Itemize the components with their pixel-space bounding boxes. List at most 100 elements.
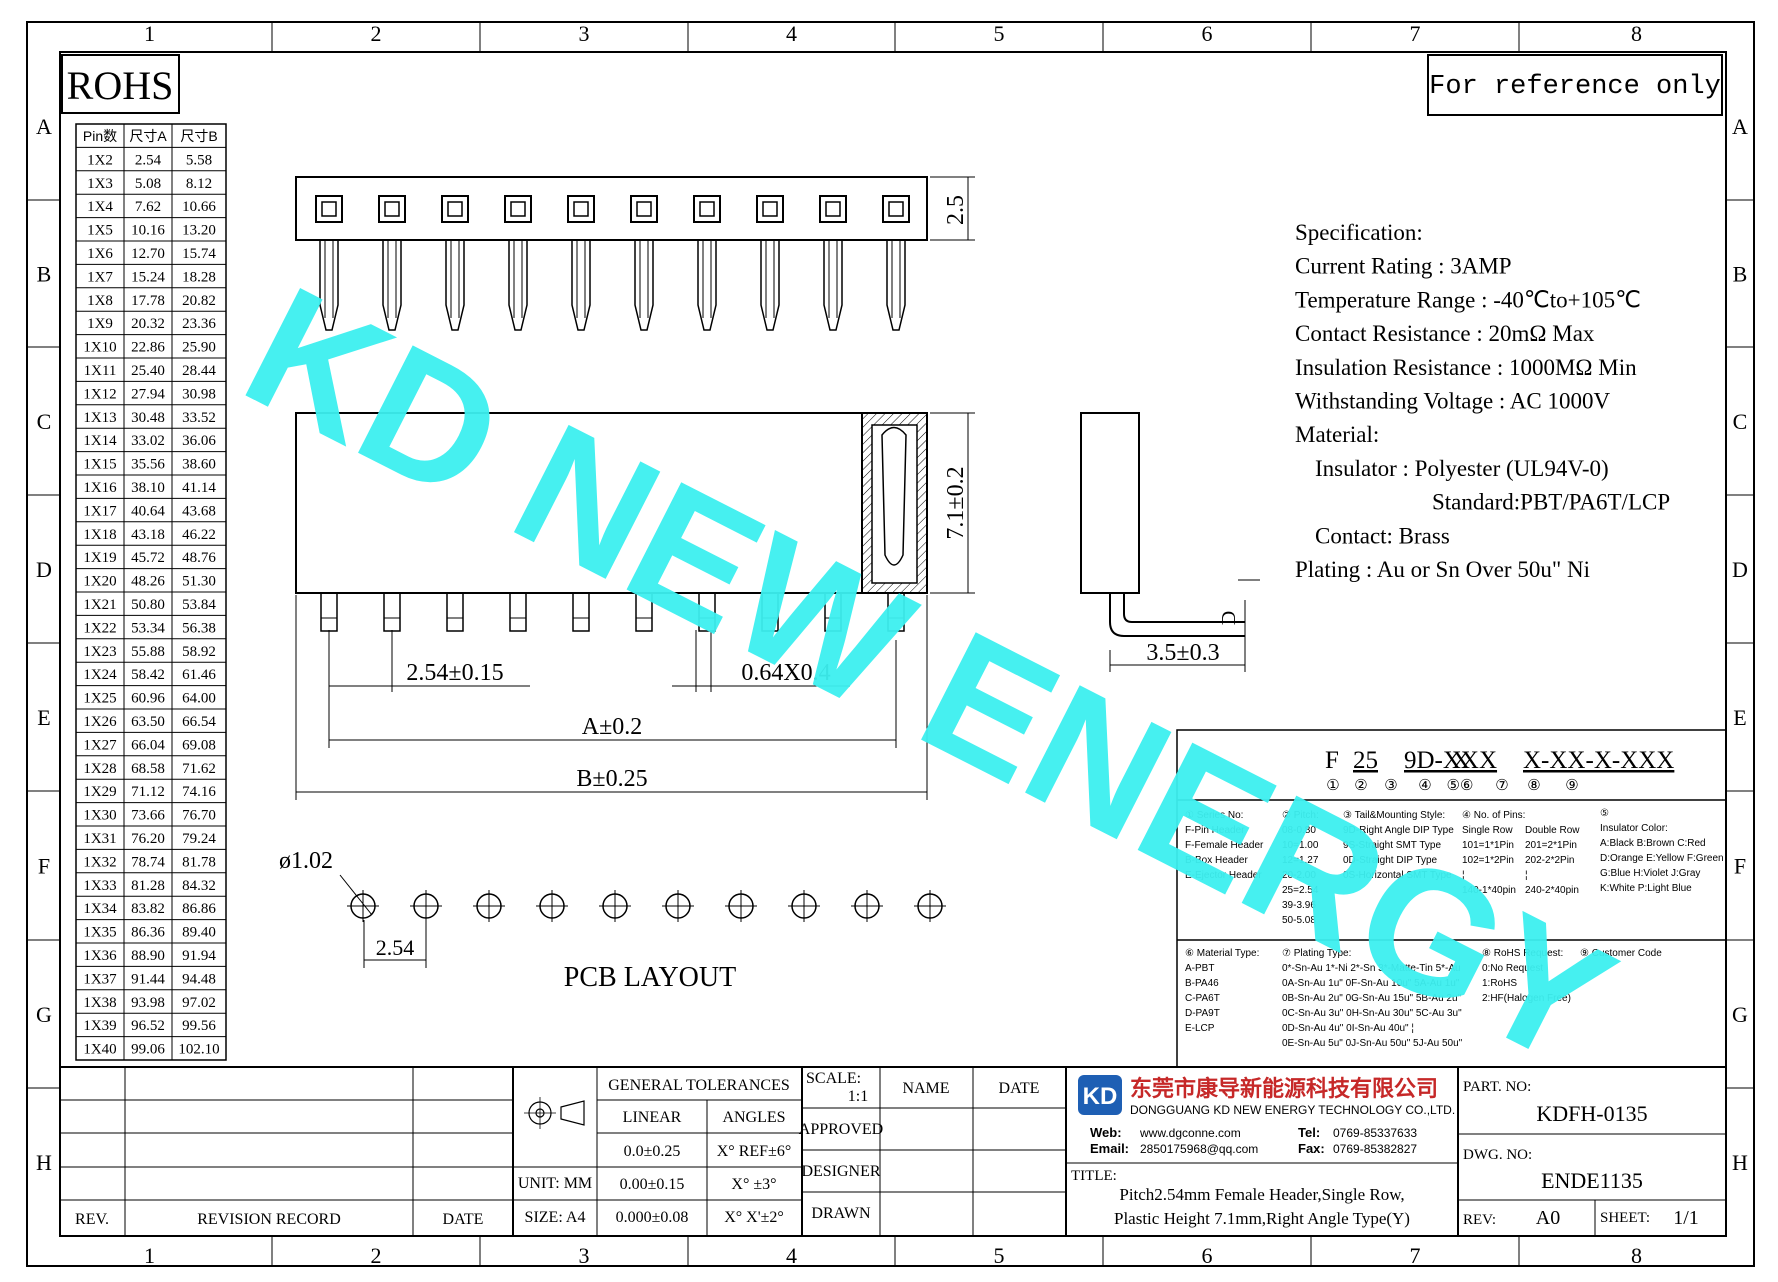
zone-col-5: 5 — [994, 21, 1005, 46]
fax-label: Fax: — [1298, 1141, 1325, 1156]
pin-table-cell: 1X34 — [83, 901, 117, 917]
tolerance-angle: X° X'±2° — [724, 1209, 784, 1226]
reference-label: For reference only — [1429, 72, 1721, 102]
date-label: DATE — [443, 1211, 484, 1228]
pin-table-cell: 38.10 — [131, 480, 165, 496]
zone-row-B: B — [1733, 262, 1748, 287]
pin-table-cell: 97.02 — [182, 995, 216, 1011]
approved-label: APPROVED — [799, 1121, 883, 1138]
pin-table-cell: 55.88 — [131, 644, 165, 660]
pin-table-cell: 69.08 — [182, 737, 216, 753]
tel-value: 0769-85337633 — [1333, 1126, 1417, 1140]
pin-table-cell: 102.10 — [178, 1042, 219, 1058]
part-note-line: 0*-Sn-Au 1*-Ni 2*-Sn 3*-Matte-Tin 5*-Au — [1282, 963, 1461, 974]
top-view-leg — [319, 240, 339, 331]
pin-table-cell: 66.04 — [131, 737, 165, 753]
part-note-line: Double Row — [1525, 825, 1580, 836]
spec-line: Specification: — [1295, 220, 1423, 245]
part-note-line: 9D-Right Angle DIP Type — [1343, 825, 1454, 836]
pin-table-cell: 50.80 — [131, 597, 165, 613]
pin-table-cell: 23.36 — [182, 316, 216, 332]
pin-table-cell: 74.16 — [182, 784, 216, 800]
part-note-line: ⑨ Customer Code — [1580, 948, 1662, 959]
part-code-index: ① — [1326, 777, 1339, 794]
part-code-segment: 25 — [1353, 747, 1378, 774]
part-note-line: 0B-Sn-Au 2u" 0G-Sn-Au 15u" 5B-Au 2u" — [1282, 993, 1462, 1004]
general-tolerances-label: GENERAL TOLERANCES — [608, 1077, 789, 1094]
scale-label: SCALE: — [806, 1070, 861, 1087]
title-block: REV. REVISION RECORD DATE GENERAL TOLERA… — [60, 1066, 1726, 1236]
tel-label: Tel: — [1298, 1125, 1320, 1140]
dwg-no-label: DWG. NO: — [1463, 1147, 1532, 1163]
pin-table-cell: 38.60 — [182, 457, 216, 473]
pin-table-cell: 15.24 — [131, 269, 165, 285]
front-view-pin — [887, 592, 905, 632]
part-note-line: 102=1*2Pin — [1462, 855, 1514, 866]
zone-col-2: 2 — [371, 21, 382, 46]
part-note-line: 0S-Horizontal SMT Type — [1343, 870, 1452, 881]
dim-pitch: 2.54±0.15 — [406, 660, 503, 686]
front-view-pin — [635, 592, 653, 632]
pin-table-cell: 1X32 — [83, 854, 116, 870]
pin-table-cell: 81.28 — [131, 878, 165, 894]
inner-frame — [59, 51, 1727, 1237]
part-note-line: G:Blue H:Violet J:Gray — [1600, 868, 1700, 879]
pin-table-cell: 1X27 — [83, 737, 117, 753]
zone-row-E: E — [1733, 705, 1746, 730]
pin-table-header: 尺寸A — [129, 128, 167, 144]
zone-col-1: 1 — [144, 21, 155, 46]
part-note-line: A-PBT — [1185, 963, 1214, 974]
pin-table-cell: 1X4 — [87, 199, 113, 215]
rohs-label: ROHS — [67, 63, 174, 108]
spec-line: Contact Resistance : 20mΩ Max — [1295, 321, 1595, 346]
top-view-legs — [319, 240, 906, 331]
pin-table-cell: 73.66 — [131, 808, 165, 824]
zone-col-2: 2 — [371, 1243, 382, 1268]
top-view-hole — [882, 195, 910, 223]
part-note-line: 20-2.00 — [1282, 870, 1316, 881]
pin-table-cell: 58.92 — [182, 644, 216, 660]
spec-line: Plating : Au or Sn Over 50u" Ni — [1295, 557, 1590, 582]
part-note-line: F-Pin Header — [1185, 825, 1245, 836]
part-note-line: 0D-Straight DIP Type — [1343, 855, 1438, 866]
part-note-line: Single Row — [1462, 825, 1513, 836]
dim-hole-pitch: 2.54 — [376, 935, 415, 960]
pin-table-cell: 1X35 — [83, 925, 116, 941]
web-value: www.dgconne.com — [1139, 1126, 1241, 1140]
pin-table-cell: 40.64 — [131, 503, 165, 519]
sheet-label: SHEET: — [1600, 1210, 1650, 1226]
size-label: SIZE: A4 — [525, 1209, 586, 1226]
pin-table-cell: 93.98 — [131, 995, 165, 1011]
part-note-line: ① Series No: — [1185, 810, 1243, 821]
zone-col-4: 4 — [786, 1243, 797, 1268]
pin-table-cell: 10.66 — [182, 199, 216, 215]
part-note-line: 25=2.54 — [1282, 885, 1319, 896]
tolerance-linear: 0.000±0.08 — [616, 1209, 689, 1226]
pin-table-cell: 5.58 — [186, 152, 212, 168]
pin-table-cell: 1X36 — [83, 948, 117, 964]
part-note-line: A:Black B:Brown C:Red — [1600, 838, 1706, 849]
part-note-line: 10=1.00 — [1282, 840, 1319, 851]
pin-table-cell: 99.06 — [131, 1042, 165, 1058]
revision-record-label: REVISION RECORD — [197, 1211, 341, 1228]
tolerance-linear: 0.0±0.25 — [624, 1143, 681, 1160]
dim-side-offset: 3.5±0.3 — [1146, 640, 1219, 666]
web-label: Web: — [1090, 1125, 1122, 1140]
pin-table-cell: 43.18 — [131, 527, 165, 543]
pin-table-cell: 1X12 — [83, 386, 116, 402]
pin-table-cell: 1X31 — [83, 831, 116, 847]
top-view-leg — [634, 240, 654, 331]
pin-table-cell: 1X20 — [83, 574, 116, 590]
pin-table-cell: 43.68 — [182, 503, 216, 519]
pin-table-cell: 86.86 — [182, 901, 216, 917]
pin-table-cell: 46.22 — [182, 527, 216, 543]
projection-symbol — [524, 1097, 585, 1129]
zone-row-F: F — [1734, 854, 1746, 879]
zone-col-6: 6 — [1202, 1243, 1213, 1268]
unit-label: UNIT: MM — [518, 1175, 592, 1192]
top-view-leg — [508, 240, 528, 331]
pin-table-cell: 91.44 — [131, 971, 165, 987]
pin-table-cell: 36.06 — [182, 433, 216, 449]
